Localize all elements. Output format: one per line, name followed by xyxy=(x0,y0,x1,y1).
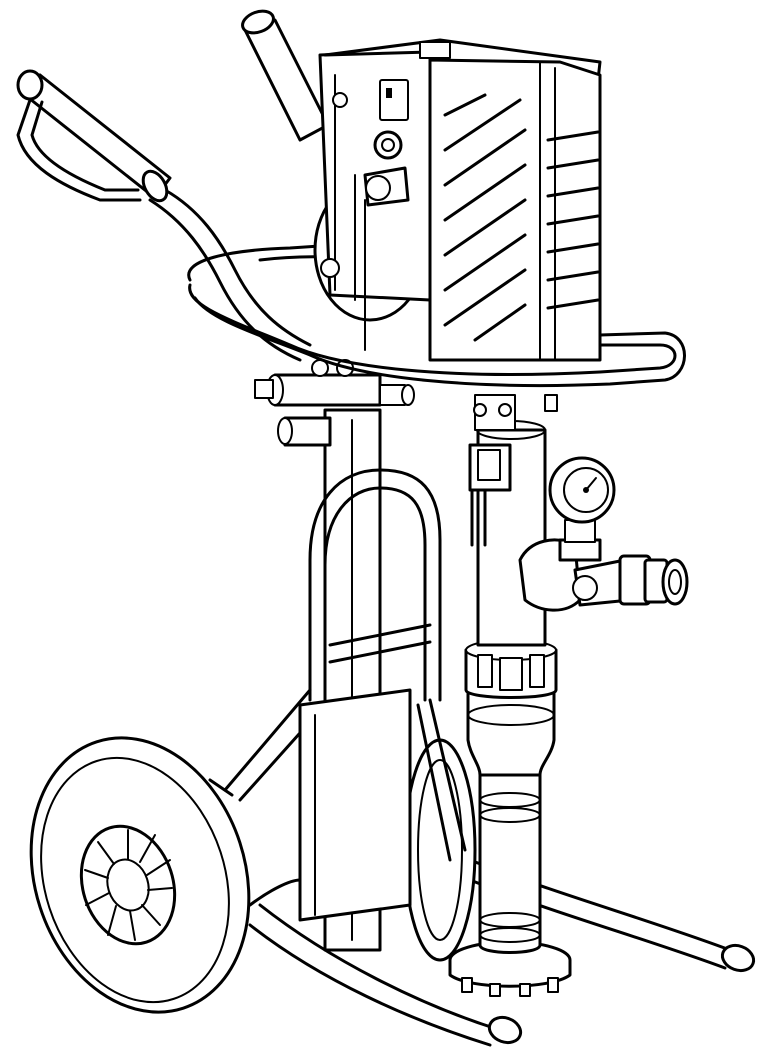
motor-housing xyxy=(428,58,602,362)
hose-fittings xyxy=(254,359,415,447)
pump-latch xyxy=(468,394,558,547)
left-foot-cap xyxy=(487,1015,523,1045)
cart-handle-upper xyxy=(16,69,312,362)
motor-unit xyxy=(241,9,602,362)
cart-handle-lower xyxy=(208,468,467,862)
pressure-outlet xyxy=(518,456,689,612)
power-switch xyxy=(379,79,409,121)
right-foot-cap xyxy=(720,943,756,973)
wheel-spokes xyxy=(84,829,173,941)
outlet-nozzle xyxy=(661,558,689,606)
vent-slots xyxy=(443,93,527,342)
front-wheel xyxy=(29,736,302,1014)
front-plate xyxy=(298,688,412,922)
cooling-ribs xyxy=(546,130,600,310)
